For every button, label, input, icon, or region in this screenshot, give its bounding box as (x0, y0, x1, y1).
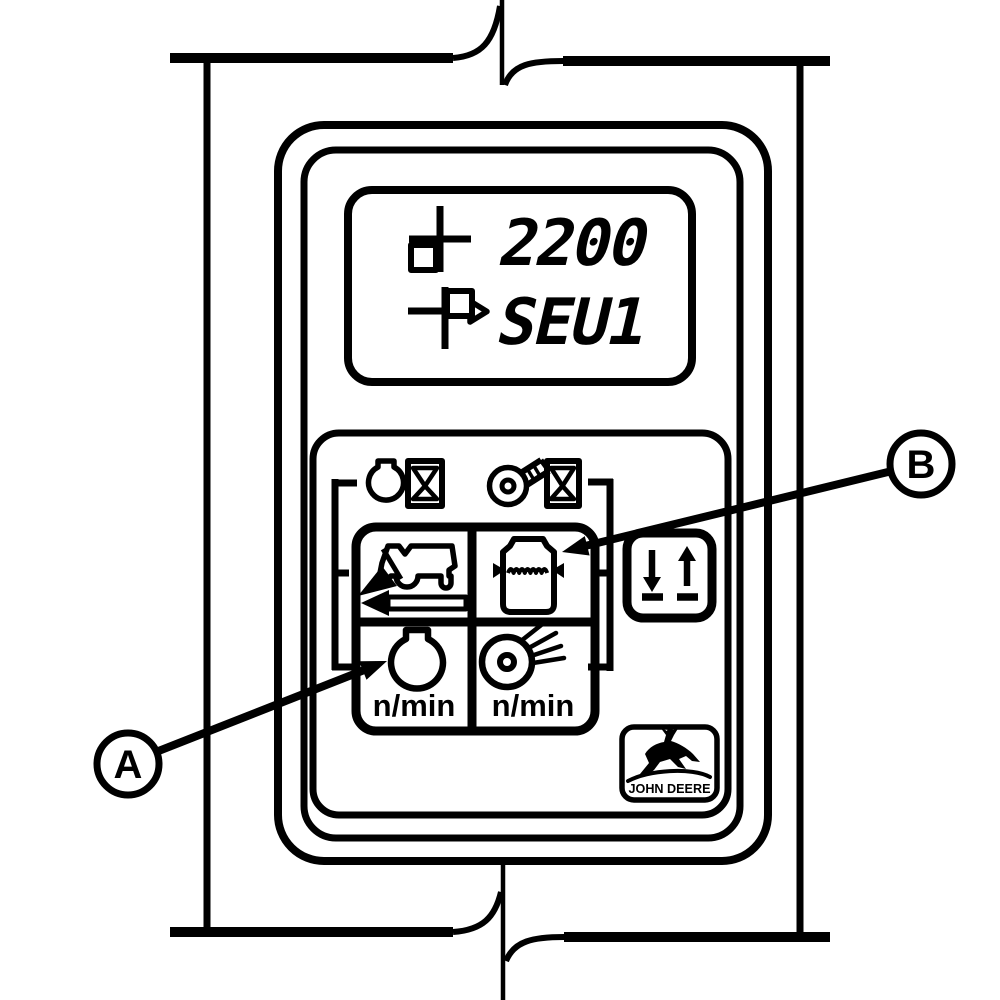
bottom-break-curve-right (503, 934, 565, 963)
keypad-panel: n/min n/min (309, 429, 732, 819)
console-outer-housing (274, 121, 772, 865)
bottom-break-curve-left (452, 891, 504, 935)
drum-icon (387, 626, 447, 692)
counter-square-cross-icon (408, 206, 471, 273)
hourglass-icon (405, 458, 445, 509)
group-brackets (331, 478, 614, 671)
drum-icon (365, 458, 407, 503)
hour-meter-icons (365, 457, 582, 509)
callout-a-bubble (93, 729, 163, 799)
callout-b-bubble (886, 429, 956, 499)
lower-raise-button-frame (622, 528, 717, 623)
button-grid: n/min n/min (351, 522, 600, 736)
lcd-display-frame (344, 186, 696, 386)
button-fan-speed[interactable]: n/min (476, 619, 591, 727)
combine-reverse-arrow-icon (358, 543, 469, 616)
counter-square-cross-arrow-icon (408, 287, 490, 349)
leaping-deer-icon (626, 724, 712, 783)
monitor-console (274, 121, 772, 865)
button-lower-raise[interactable] (622, 528, 717, 623)
lcd-line2: SEU1 (490, 286, 653, 360)
button-grain-tank[interactable] (476, 531, 591, 620)
top-break-curve-left (452, 5, 503, 61)
lcd-line1-value: 2200 (492, 207, 655, 281)
grain-tank-level-icon (493, 536, 564, 615)
callout-a-leader-line (154, 661, 379, 756)
top-break-curve-right (502, 58, 564, 87)
callout-b-leader-line (580, 467, 893, 551)
console-inner-housing (300, 146, 744, 842)
callout-b-letter: B (907, 443, 936, 487)
drum-speed-unit-label: n/min (373, 688, 456, 723)
down-up-arrows-icon (642, 546, 698, 601)
callout-a-letter: A (114, 743, 143, 787)
callout-b: B (562, 429, 956, 556)
lcd-line2-value: SEU1 (490, 286, 653, 360)
keypad-panel-frame (309, 429, 732, 819)
fan-icon (478, 619, 567, 691)
lcd-display: 2200 SEU1 (344, 186, 696, 386)
callout-b-arrowhead (562, 536, 590, 556)
callout-a-arrowhead (359, 661, 387, 680)
callout-a: A (93, 661, 387, 799)
button-grid-frame (351, 522, 600, 736)
button-combine-reverse[interactable] (358, 531, 470, 620)
hourglass-icon (544, 458, 582, 509)
brand-wordmark: JOHN DEERE (629, 782, 711, 796)
john-deere-badge: JOHN DEERE (619, 724, 720, 803)
fan-icon (486, 457, 552, 508)
fan-speed-unit-label: n/min (492, 688, 575, 723)
lcd-line1: 2200 (492, 207, 655, 281)
button-drum-speed[interactable]: n/min (360, 626, 470, 727)
